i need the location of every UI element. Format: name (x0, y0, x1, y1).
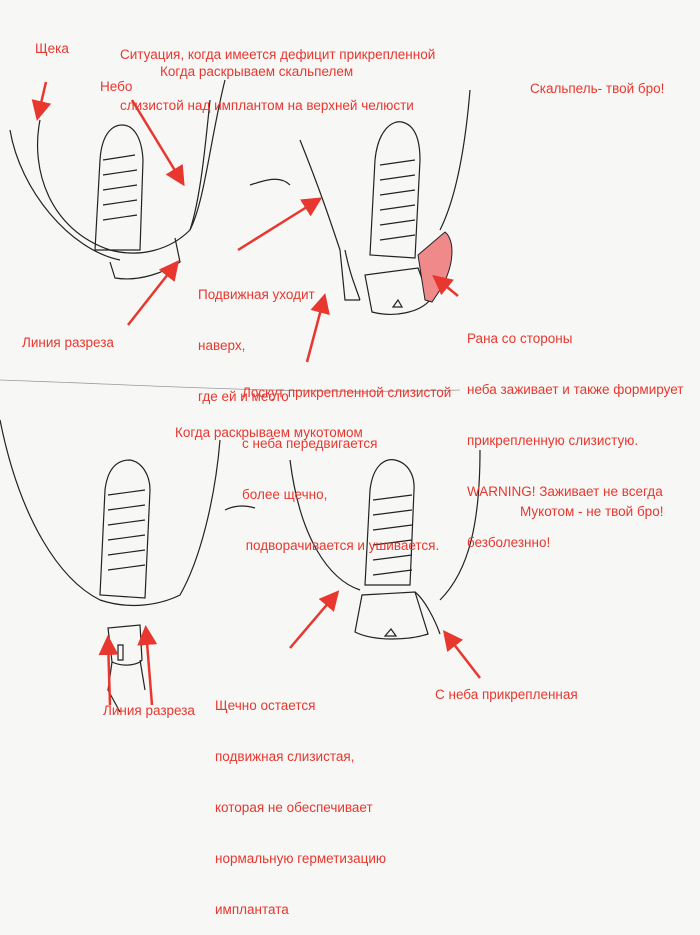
title-line: слизистой над имплантом на верхней челюс… (120, 98, 414, 113)
annotation-arrows (31, 81, 481, 706)
label-mobile-goes-up: Подвижная уходит наверх, где ей и место (198, 252, 315, 422)
text-line: имплантата (215, 902, 289, 917)
arrow-wound (432, 274, 459, 297)
diagram-title: Ситуация, когда имеется дефицит прикрепл… (120, 12, 435, 131)
text-line: Рана со стороны (467, 331, 573, 346)
text-line: подвижная слизистая, (215, 749, 355, 764)
text-line: более щечно, (242, 487, 328, 502)
label-incision-top: Линия разреза (22, 335, 114, 350)
diagram-sketch (0, 79, 481, 713)
text-line: Подвижная уходит (198, 287, 315, 302)
title-line: Ситуация, когда имеется дефицит прикрепл… (120, 47, 436, 62)
arrow-palate (130, 99, 185, 187)
arrow-mobile (237, 197, 323, 252)
label-palate: Небо (100, 79, 133, 94)
label-incision-bottom: Линия разреза (103, 703, 195, 718)
divider-line (0, 379, 461, 392)
scalpel-heading: Когда раскрываем скальпелем (160, 64, 354, 79)
text-line: Щечно остается (215, 698, 316, 713)
text-line: которая не обеспечивает (215, 800, 373, 815)
arrow-buccal (289, 590, 340, 649)
text-line: нормальную герметизацию (215, 851, 387, 866)
label-cheek: Щека (35, 41, 69, 56)
label-wound: Рана со стороны неба заживает и также фо… (467, 296, 683, 568)
sketch-top-right (249, 89, 471, 315)
scalpel-verdict: Скальпель- твой бро! (530, 81, 665, 96)
text-line: где ей и место (198, 389, 289, 404)
sketch-bottom-right (289, 449, 481, 640)
arrow-incision-bottom-1 (98, 635, 119, 706)
mucotome-verdict: Мукотом - не твой бро! (520, 504, 664, 519)
text-line: наверх, (198, 338, 246, 353)
arrow-cheek (31, 81, 52, 121)
text-line: WARNING! Заживает не всегда (467, 484, 663, 499)
label-buccal-remains: Щечно остается подвижная слизистая, кото… (215, 663, 386, 935)
arrow-palatal (442, 630, 481, 679)
arrow-incision-top (127, 260, 180, 326)
text-line: Лоскут прикрепленной слизистой (242, 385, 452, 400)
sketch-bottom-left (0, 419, 256, 713)
text-line: неба заживает и также формирует (467, 382, 684, 397)
text-line: подворачивается и ушивается. (242, 538, 440, 553)
arrow-flap (305, 293, 330, 363)
text-line: безболезнно! (467, 535, 551, 550)
mucotome-heading: Когда раскрываем мукотомом (175, 425, 363, 440)
text-line: с неба передвигается (242, 436, 378, 451)
arrow-incision-bottom-2 (137, 625, 158, 706)
wound-area (417, 231, 453, 303)
label-flap: Лоскут прикрепленной слизистой с неба пе… (242, 350, 451, 571)
label-palatal-attached: С неба прикрепленная (435, 687, 578, 702)
text-line: прикрепленную слизистую. (467, 433, 639, 448)
